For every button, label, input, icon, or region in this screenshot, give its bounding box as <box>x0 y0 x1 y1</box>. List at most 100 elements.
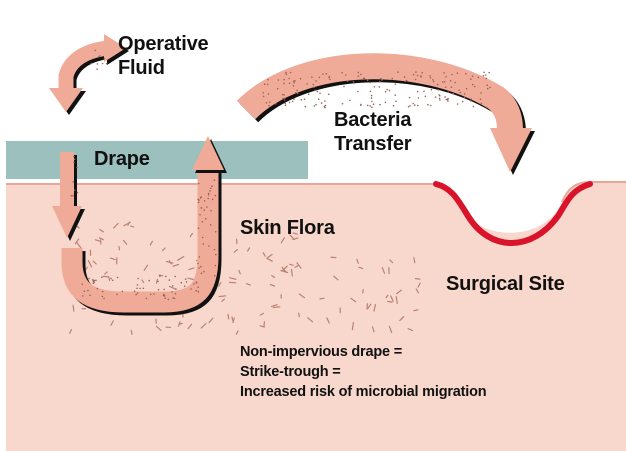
note-line-1: Non-impervious drape = <box>240 342 486 362</box>
bacterium-speck <box>232 317 233 320</box>
operative-fluid-label-line-1: Operative <box>118 32 208 56</box>
arrow-speck <box>184 285 186 287</box>
arrow-speck <box>465 73 467 75</box>
arrow-speck <box>293 81 295 83</box>
arrow-speck <box>430 105 432 107</box>
arrow-speck <box>198 183 200 185</box>
arrow-speck <box>137 292 139 294</box>
arrow-speck <box>418 97 420 99</box>
bacterium-speck <box>131 226 134 227</box>
note-line-2: Strike-trough = <box>240 362 486 382</box>
arrow-speck <box>404 80 406 82</box>
arrow-speck <box>210 210 212 212</box>
arrow-speck <box>417 91 419 93</box>
arrow-speck <box>284 99 286 101</box>
arrow-speck <box>345 74 347 76</box>
arrow-speck <box>103 298 105 300</box>
arrow-speck <box>392 78 394 80</box>
arrow-speck <box>174 298 176 300</box>
arrow-speck <box>297 93 299 95</box>
arrow-speck <box>275 103 277 105</box>
arrow-speck <box>451 86 453 88</box>
arrow-speck <box>93 282 95 284</box>
arrow-speck <box>110 278 112 280</box>
arrow-speck <box>201 273 203 275</box>
arrow-speck <box>394 94 396 96</box>
arrow-speck <box>201 196 203 198</box>
arrow-speck <box>285 103 287 105</box>
arrow-speck <box>406 80 408 82</box>
arrow-speck <box>473 106 475 108</box>
arrow-speck <box>97 63 99 65</box>
arrow-speck <box>421 72 423 74</box>
arrow-speck <box>429 75 431 77</box>
arrow-speck <box>313 87 315 89</box>
arrow-speck <box>197 286 199 288</box>
arrow-speck <box>293 85 295 87</box>
arrow-speck <box>489 87 491 89</box>
arrow-speck <box>73 162 75 164</box>
arrow-speck <box>112 280 114 282</box>
arrow-speck <box>210 188 212 190</box>
arrow-speck <box>283 83 285 85</box>
arrow-speck <box>285 72 287 74</box>
arrow-speck <box>104 58 106 60</box>
arrow-speck <box>447 91 449 93</box>
arrow-speck <box>462 101 464 103</box>
arrow-speck <box>442 81 444 83</box>
surgical-site-label: Surgical Site <box>446 272 565 296</box>
arrow-speck <box>99 55 101 57</box>
operative-fluid-label: Operative Fluid <box>118 32 208 80</box>
arrow-speck <box>87 290 89 292</box>
arrow-speck <box>486 107 488 109</box>
arrow-speck <box>439 95 441 97</box>
arrow-speck <box>116 294 118 296</box>
bacterium-speck <box>179 324 182 325</box>
arrow-speck <box>367 105 369 107</box>
arrow-speck <box>165 276 167 278</box>
arrow-speck <box>185 278 187 280</box>
arrow-speck <box>263 96 265 98</box>
arrow-speck <box>289 102 291 104</box>
arrow-speck <box>385 91 387 93</box>
arrow-speck <box>95 280 97 282</box>
arrow-speck <box>74 189 76 191</box>
arrow-speck <box>102 291 104 293</box>
arrow-speck <box>460 92 462 94</box>
arrow-speck <box>431 89 433 91</box>
arrow-speck <box>458 89 460 91</box>
arrow-speck <box>262 92 264 94</box>
arrow-speck <box>438 89 440 91</box>
arrow-speck <box>146 298 148 300</box>
arrow-speck <box>74 159 76 161</box>
arrow-speck <box>71 195 73 197</box>
skin-flora-label: Skin Flora <box>240 216 335 240</box>
arrow-speck <box>374 86 376 88</box>
arrow-speck <box>413 74 415 76</box>
arrow-speck <box>371 101 373 103</box>
arrow-speck <box>300 78 302 80</box>
arrow-speck <box>215 195 217 197</box>
arrow-speck <box>420 75 422 77</box>
arrow-speck <box>425 96 427 98</box>
arrow-speck <box>285 104 287 106</box>
arrow-speck <box>443 72 445 74</box>
bacterium-speck <box>103 276 108 277</box>
drape-label: Drape <box>94 147 150 171</box>
arrow-speck <box>393 105 395 107</box>
bacterium-speck <box>219 296 226 297</box>
arrow-speck <box>358 72 360 74</box>
arrow-speck <box>190 288 192 290</box>
arrow-speck <box>137 284 139 286</box>
arrow-speck <box>153 293 155 295</box>
arrow-speck <box>290 72 292 74</box>
arrow-speck <box>186 281 188 283</box>
arrow-speck <box>454 82 456 84</box>
arrow-speck <box>414 104 416 106</box>
arrow-speck <box>181 282 183 284</box>
arrow-speck <box>417 105 419 107</box>
arrow-speck <box>306 83 308 85</box>
arrow-speck <box>97 288 99 290</box>
arrow-speck <box>409 97 411 99</box>
arrow-speck <box>395 101 397 103</box>
